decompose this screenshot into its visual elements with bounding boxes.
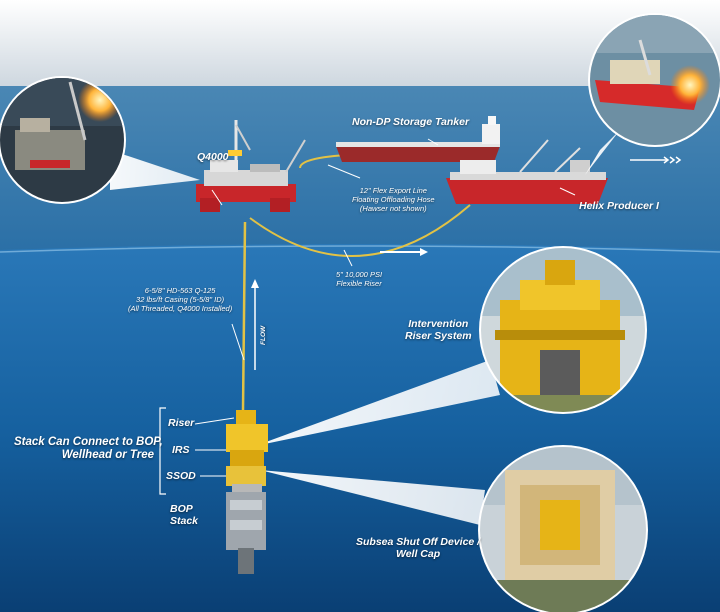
stack-bracket xyxy=(159,407,166,495)
label-storage-tanker: Non-DP Storage Tanker xyxy=(352,116,470,128)
callout-beam-tr xyxy=(585,130,620,175)
casing-riser-line xyxy=(241,221,247,411)
label-helix-producer: Helix Producer I xyxy=(579,200,659,212)
flow-direction-arrow xyxy=(380,248,428,256)
callout-beam-tl xyxy=(110,150,200,190)
callout-beam-mid xyxy=(255,360,500,446)
label-subsea-shutoff: Subsea Shut Off Device / Well Cap xyxy=(356,536,481,560)
label-riser: Riser xyxy=(168,417,195,429)
label-flow: FLOW xyxy=(260,325,267,345)
label-casing: 6-5/8" HD-563 Q-125 32 lbs/ft Casing (5-… xyxy=(128,286,233,313)
photo-intervention-riser xyxy=(481,248,645,412)
label-bop-stack: BOP Stack xyxy=(170,503,199,527)
flexible-riser-line xyxy=(249,204,471,257)
label-intervention-riser: Intervention Riser System xyxy=(405,318,472,342)
label-export-line: 12" Flex Export Line Floating Offloading… xyxy=(352,186,435,213)
photo-helix-producer xyxy=(590,15,720,145)
label-stack-connect: Stack Can Connect to BOP, Wellhead or Tr… xyxy=(14,436,163,461)
label-ssod: SSOD xyxy=(166,470,196,482)
subsea-stack xyxy=(226,410,268,574)
callout-beam-bot xyxy=(260,470,485,525)
label-flexible-riser: 5" 10,000 PSI Flexible Riser xyxy=(336,270,383,288)
label-irs: IRS xyxy=(172,444,190,456)
storage-tanker xyxy=(336,116,500,162)
helix-producer-vessel xyxy=(446,139,608,204)
label-q4000: Q4000 xyxy=(197,151,229,163)
leader-lines xyxy=(194,138,576,477)
q4000-vessel xyxy=(196,120,306,212)
export-arrows xyxy=(630,156,682,164)
